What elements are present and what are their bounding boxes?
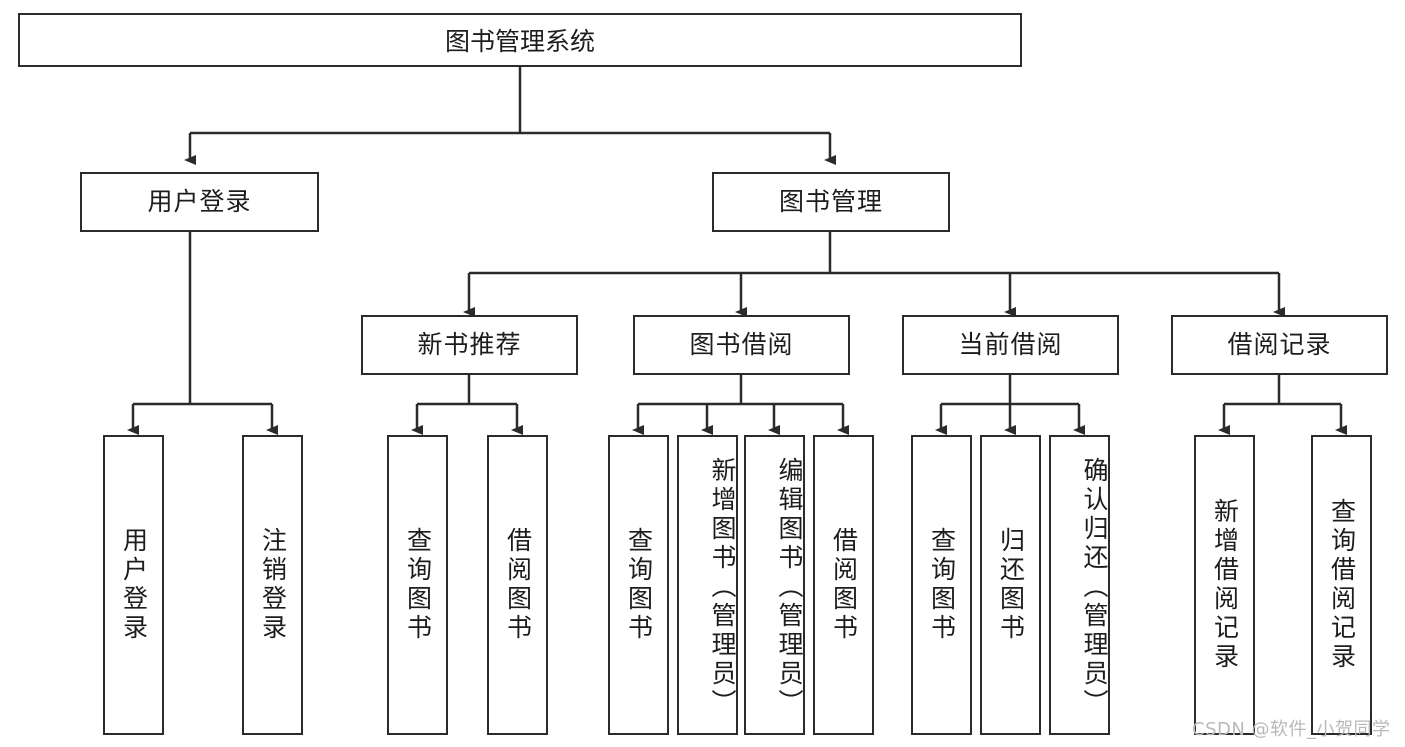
node-root-book-management-system[interactable]: 图书管理系统 — [18, 13, 1022, 67]
leaf-user-login-login[interactable]: 用户登录 — [103, 435, 164, 735]
leaf-borrow-add-book-admin[interactable]: 新增图书（管理员） — [677, 435, 738, 735]
leaf-label: 注销登录 — [258, 527, 288, 643]
leaf-label: 借阅图书 — [829, 527, 859, 643]
node-label: 图书管理系统 — [444, 27, 595, 56]
leaf-borrow-borrow-book[interactable]: 借阅图书 — [813, 435, 874, 735]
node-label: 图书管理 — [778, 187, 883, 217]
leaf-label: 查询图书 — [624, 527, 654, 643]
node-book-management[interactable]: 图书管理 — [712, 172, 950, 232]
leaf-current-confirm-return-admin[interactable]: 确认归还（管理员） — [1049, 435, 1110, 735]
leaf-borrow-query-book[interactable]: 查询图书 — [608, 435, 669, 735]
leaf-label: 用户登录 — [119, 527, 149, 643]
node-label: 当前借阅 — [958, 330, 1063, 360]
node-label: 借阅记录 — [1227, 330, 1332, 360]
leaf-current-query-book[interactable]: 查询图书 — [911, 435, 972, 735]
leaf-new-book-query-book[interactable]: 查询图书 — [387, 435, 448, 735]
leaf-borrow-edit-book-admin[interactable]: 编辑图书（管理员） — [744, 435, 805, 735]
node-label: 图书借阅 — [689, 330, 794, 360]
node-label: 用户登录 — [147, 187, 252, 217]
leaf-label: 查询借阅记录 — [1327, 498, 1357, 672]
leaf-label: 查询图书 — [927, 527, 957, 643]
leaf-record-add-record[interactable]: 新增借阅记录 — [1194, 435, 1255, 735]
node-current-borrow[interactable]: 当前借阅 — [902, 315, 1119, 375]
leaf-label: 查询图书 — [403, 527, 433, 643]
leaf-user-login-logout[interactable]: 注销登录 — [242, 435, 303, 735]
leaf-new-book-borrow-book[interactable]: 借阅图书 — [487, 435, 548, 735]
node-user-login[interactable]: 用户登录 — [80, 172, 319, 232]
leaf-label: 编辑图书（管理员） — [775, 456, 804, 718]
leaf-label: 新增借阅记录 — [1210, 498, 1240, 672]
node-borrow-record[interactable]: 借阅记录 — [1171, 315, 1388, 375]
node-book-borrow[interactable]: 图书借阅 — [633, 315, 850, 375]
csdn-watermark: CSDN @软件_小贺同学 — [1192, 719, 1391, 740]
leaf-record-query-record[interactable]: 查询借阅记录 — [1311, 435, 1372, 735]
leaf-label: 借阅图书 — [503, 527, 533, 643]
leaf-label: 确认归还（管理员） — [1080, 456, 1109, 718]
node-new-book-recommend[interactable]: 新书推荐 — [361, 315, 578, 375]
leaf-current-return-book[interactable]: 归还图书 — [980, 435, 1041, 735]
node-label: 新书推荐 — [417, 330, 522, 360]
leaf-label: 新增图书（管理员） — [708, 456, 737, 718]
leaf-label: 归还图书 — [996, 527, 1026, 643]
